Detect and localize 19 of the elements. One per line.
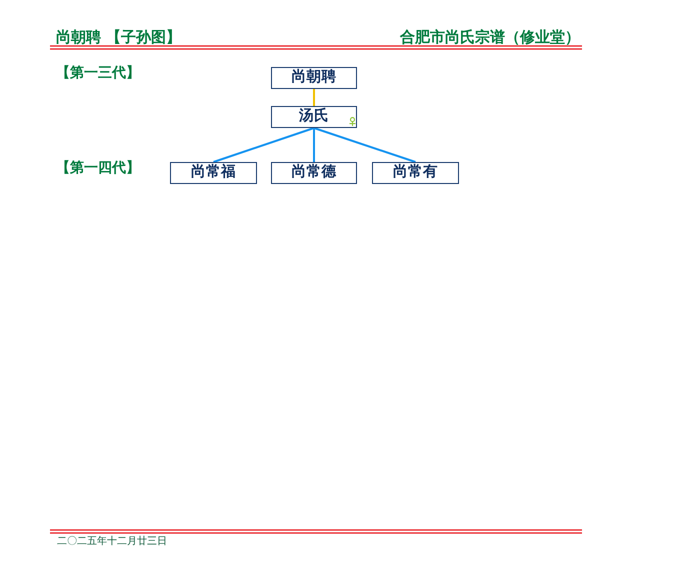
page-title: 尚朝聘 【子孙图】 — [56, 29, 182, 46]
person-box — [372, 162, 459, 184]
generation-label: 【第一三代】 — [56, 65, 140, 82]
person-box — [271, 106, 357, 128]
connector-line — [313, 128, 315, 162]
date-text: 二〇二五年十二月廿三日 — [57, 536, 167, 548]
person-box — [170, 162, 257, 184]
connector-line — [314, 127, 416, 163]
connector-line — [313, 89, 315, 106]
person-name: 汤氏 — [299, 109, 329, 125]
connector-line — [213, 127, 314, 163]
header-text: 合肥市尚氏宗谱（修业堂） — [400, 29, 580, 46]
person-name: 尚常有 — [393, 165, 438, 181]
person-name: 尚常福 — [191, 165, 236, 181]
person-name: 尚朝聘 — [292, 70, 336, 86]
person-box — [271, 67, 357, 89]
generation-label: 【第一四代】 — [56, 160, 140, 176]
person-name: 尚常德 — [292, 165, 336, 181]
person-box — [271, 162, 357, 184]
